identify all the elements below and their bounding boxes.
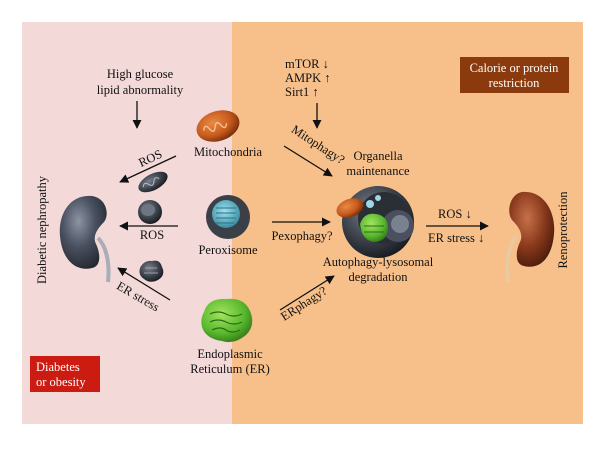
- mitochondria-label: Mitochondria: [194, 145, 262, 159]
- autophagy-line-2: degradation: [348, 270, 408, 284]
- signal-sirt1: Sirt1 ↑: [285, 85, 319, 99]
- erphagy-arrow: [279, 275, 335, 311]
- peroxisome-label: Peroxisome: [198, 243, 257, 257]
- damaged-er-icon: [139, 260, 164, 282]
- diabetic-nephropathy-label: Diabetic nephropathy: [35, 175, 49, 284]
- mitochondria-icon: [196, 110, 240, 142]
- signal-ampk: AMPK ↑: [285, 71, 331, 85]
- stress-line-2: lipid abnormality: [97, 83, 184, 97]
- pexophagy-label: Pexophagy?: [271, 229, 333, 243]
- peroxisome-icon: [206, 195, 250, 239]
- calorie-tag-line-1: Calorie or protein: [470, 61, 560, 75]
- diseased-kidney-icon: [59, 195, 111, 283]
- diabetes-tag: [30, 356, 100, 392]
- signal-mtor: mTOR ↓: [285, 57, 329, 71]
- mitophagy-arrow: [283, 145, 333, 177]
- healthy-kidney-icon: [505, 191, 555, 283]
- er-stress-arrow: [117, 267, 171, 301]
- autophagosome-icon: [336, 186, 414, 258]
- damaged-mitochondria-icon: [138, 171, 168, 193]
- er-icon: [201, 298, 253, 343]
- organella-line-2: maintenance: [346, 164, 410, 178]
- diabetes-tag-line-2: or obesity: [36, 375, 86, 389]
- diabetes-tag-line-1: Diabetes: [36, 360, 80, 374]
- ros-top-arrow: [119, 155, 177, 183]
- autophagy-line-1: Autophagy-lysosomal: [323, 255, 434, 269]
- er-stress-down-label: ER stress ↓: [428, 231, 484, 245]
- organella-line-1: Organella: [353, 149, 403, 163]
- stress-line-1: High glucose: [107, 67, 174, 81]
- er-label-line-1: Endoplasmic: [197, 347, 263, 361]
- calorie-tag: [460, 57, 569, 93]
- renoprotection-label: Renoprotection: [556, 191, 570, 269]
- ros-mid-label: ROS: [140, 228, 164, 242]
- ros-down-label: ROS ↓: [438, 207, 472, 221]
- er-label-line-2: Reticulum (ER): [190, 362, 270, 376]
- calorie-tag-line-2: restriction: [489, 76, 540, 90]
- damaged-peroxisome-icon: [138, 200, 162, 224]
